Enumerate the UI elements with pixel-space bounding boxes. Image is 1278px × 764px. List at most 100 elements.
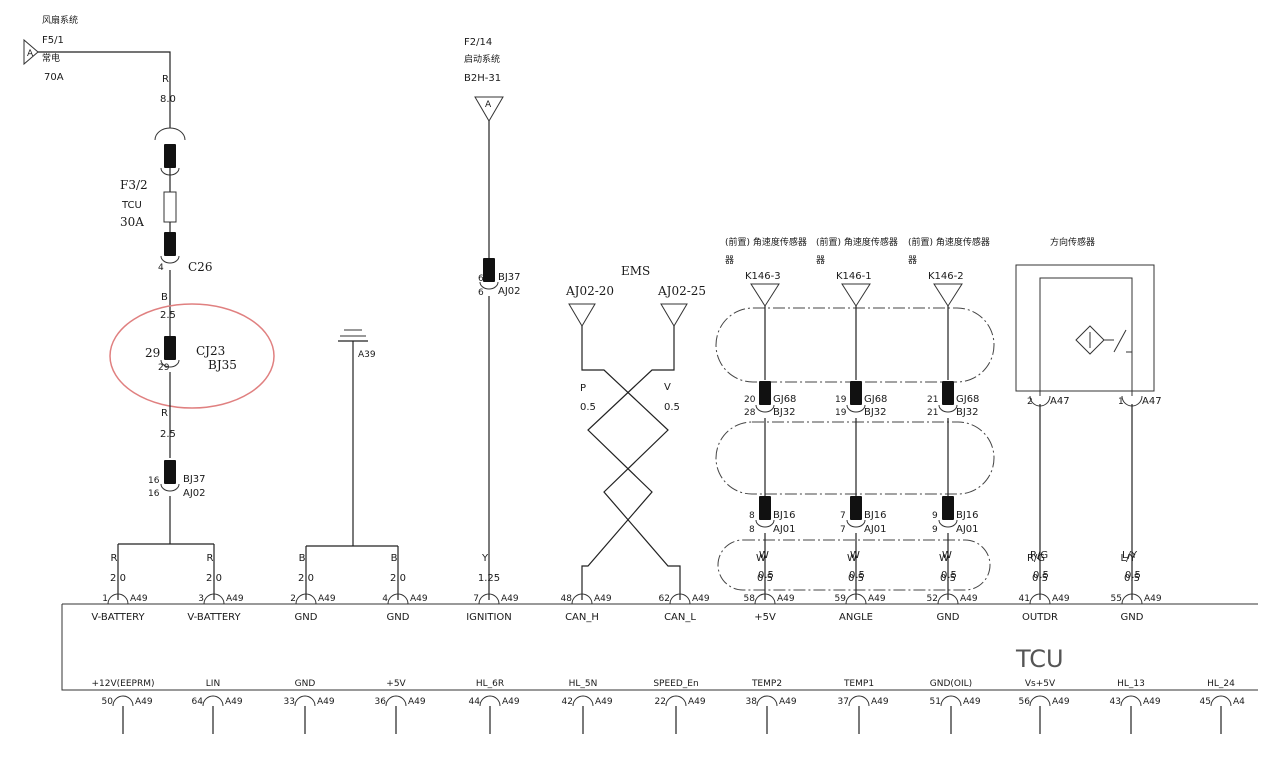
top-pin-1-wire-color: R — [111, 553, 118, 564]
top-pin-52-arc — [937, 593, 959, 605]
ign-conn-a: BJ37 — [498, 272, 521, 283]
connector-arc — [846, 404, 866, 413]
bottom-pin-64-arc — [202, 695, 224, 707]
bottom-pin-38-number: 38 — [746, 697, 758, 707]
bottom-pin-50-number: 50 — [102, 697, 114, 707]
top-pin-1-wire-size: 2.0 — [110, 573, 126, 584]
ign-terminal-icon — [474, 96, 504, 122]
bottom-pin-51-number: 51 — [930, 697, 941, 707]
top-pin-3-name: V-BATTERY — [187, 612, 241, 623]
connector-arc — [846, 519, 866, 528]
sensor-1-conn-b: BJ32 — [773, 407, 796, 418]
dir-wire-right-color: L/Y — [1122, 550, 1138, 561]
dir-wire-left-color: R/G — [1030, 550, 1048, 561]
sensor-3-terminal — [933, 283, 963, 307]
top-pin-48-connector: A49 — [594, 594, 612, 604]
can-l-wire — [581, 326, 681, 600]
sensor-3-wire-size: 0.5 — [941, 570, 957, 581]
feed-amp-label: 70A — [44, 72, 64, 83]
bottom-pin-36-number: 36 — [375, 697, 387, 707]
connector-body — [759, 381, 771, 405]
sensor-1-desc: (前置) 角速度传感器 — [725, 236, 807, 248]
top-pin-1-name: V-BATTERY — [91, 612, 145, 623]
feed-terminal-letter: A — [27, 49, 34, 59]
connector-body — [850, 381, 862, 405]
sensor-1-pin-c: 8 — [749, 511, 755, 521]
bottom-pin-50-connector: A49 — [135, 697, 153, 707]
connector-arc — [755, 404, 775, 413]
top-pin-58-connector: A49 — [777, 594, 795, 604]
bottom-pin-33-arc — [294, 695, 316, 707]
dir-conn-left: A47 — [1050, 396, 1070, 407]
sensor-2-conn-b: BJ32 — [864, 407, 887, 418]
bottom-pin-51-connector: A49 — [963, 697, 981, 707]
sensor-1-conn-c: BJ16 — [773, 510, 796, 521]
sensor-3-code: K146-2 — [928, 271, 964, 282]
ign-pin-a: 6 — [478, 274, 484, 284]
sensor-1-wire-size: 0.5 — [758, 570, 774, 581]
bottom-pin-51-arc — [940, 695, 962, 707]
ign-fuse: F2/14 — [464, 37, 492, 48]
top-pin-2-connector: A49 — [318, 594, 336, 604]
top-pin-52-wire-color: W — [939, 553, 949, 564]
bj37-pin-c: 16 — [148, 476, 160, 486]
sensor-2-gj68-splice — [846, 381, 866, 413]
top-pin-7-number: 7 — [473, 594, 479, 604]
ems-left-label: AJ02-20 — [565, 284, 614, 298]
bottom-pin-50-name: +12V(EEPRM) — [92, 679, 155, 689]
bottom-pin-44-name: HL_6R — [476, 679, 504, 689]
bottom-pin-44-number: 44 — [469, 697, 481, 707]
top-pin-2-number: 2 — [290, 594, 296, 604]
bottom-pin-45-arc — [1210, 695, 1232, 707]
battery-wire2-color: R — [161, 408, 168, 419]
fuse-amp: 30A — [120, 215, 144, 229]
top-pin-52-name: GND — [937, 612, 960, 623]
sensor-1-terminal — [750, 283, 780, 307]
bottom-pin-33-name: GND — [295, 679, 316, 689]
connector-body — [759, 496, 771, 520]
sensor-3-wire-color: W — [942, 550, 952, 561]
bottom-pin-56-connector: A49 — [1052, 697, 1070, 707]
connector-body — [164, 336, 176, 360]
top-pin-59-number: 59 — [835, 594, 847, 604]
battery-wire-color: B — [161, 292, 168, 303]
bottom-pin-56-arc — [1029, 695, 1051, 707]
top-pin-58-arc — [754, 593, 776, 605]
top-pin-1-number: 1 — [102, 594, 108, 604]
top-pin-52-connector: A49 — [960, 594, 978, 604]
connector-arc — [160, 255, 180, 264]
sensor-1-gj68-splice — [755, 381, 775, 413]
top-pin-55-wire-size: 0.5 — [1124, 573, 1140, 584]
connector-body — [942, 381, 954, 405]
bottom-pin-22-connector: A49 — [688, 697, 706, 707]
bottom-pin-36-name: +5V — [386, 679, 406, 689]
highlight-circle — [109, 303, 275, 409]
sensor-2-terminal — [841, 283, 871, 307]
top-pin-62-arc — [669, 593, 691, 605]
sensor-2-code: K146-1 — [836, 271, 872, 282]
sensor-1-conn-a: GJ68 — [773, 394, 796, 405]
sensor-2-pin-c: 7 — [840, 511, 846, 521]
fuse-top-arc — [154, 127, 186, 141]
ems-wire-left-size: 0.5 — [580, 402, 596, 413]
bottom-pin-37-name: TEMP1 — [843, 679, 874, 689]
connector-body — [483, 258, 495, 282]
ign-pin-b: 6 — [478, 288, 484, 298]
sensor-3-pin-d: 9 — [932, 525, 938, 535]
top-pin-2-name: GND — [295, 612, 318, 623]
top-pin-52-wire-size: 0.5 — [940, 573, 956, 584]
shield-loop-mid — [715, 421, 995, 495]
dir-wire-right-size: 0.5 — [1125, 570, 1141, 581]
ems-right-label: AJ02-25 — [657, 284, 706, 298]
bj37-pin-d: 16 — [148, 489, 160, 499]
top-pin-7-wire-color: Y — [481, 553, 489, 564]
bottom-pin-43-arc — [1120, 695, 1142, 707]
bottom-pin-42-arc — [572, 695, 594, 707]
bottom-pin-56-name: Vs+5V — [1025, 679, 1056, 689]
sensor-3-desc: (前置) 角速度传感器 — [908, 236, 990, 248]
bottom-pin-56-number: 56 — [1019, 697, 1031, 707]
sensor-2-bj16-splice — [846, 496, 866, 528]
bottom-pin-37-connector: A49 — [871, 697, 889, 707]
bottom-pin-37-arc — [848, 695, 870, 707]
